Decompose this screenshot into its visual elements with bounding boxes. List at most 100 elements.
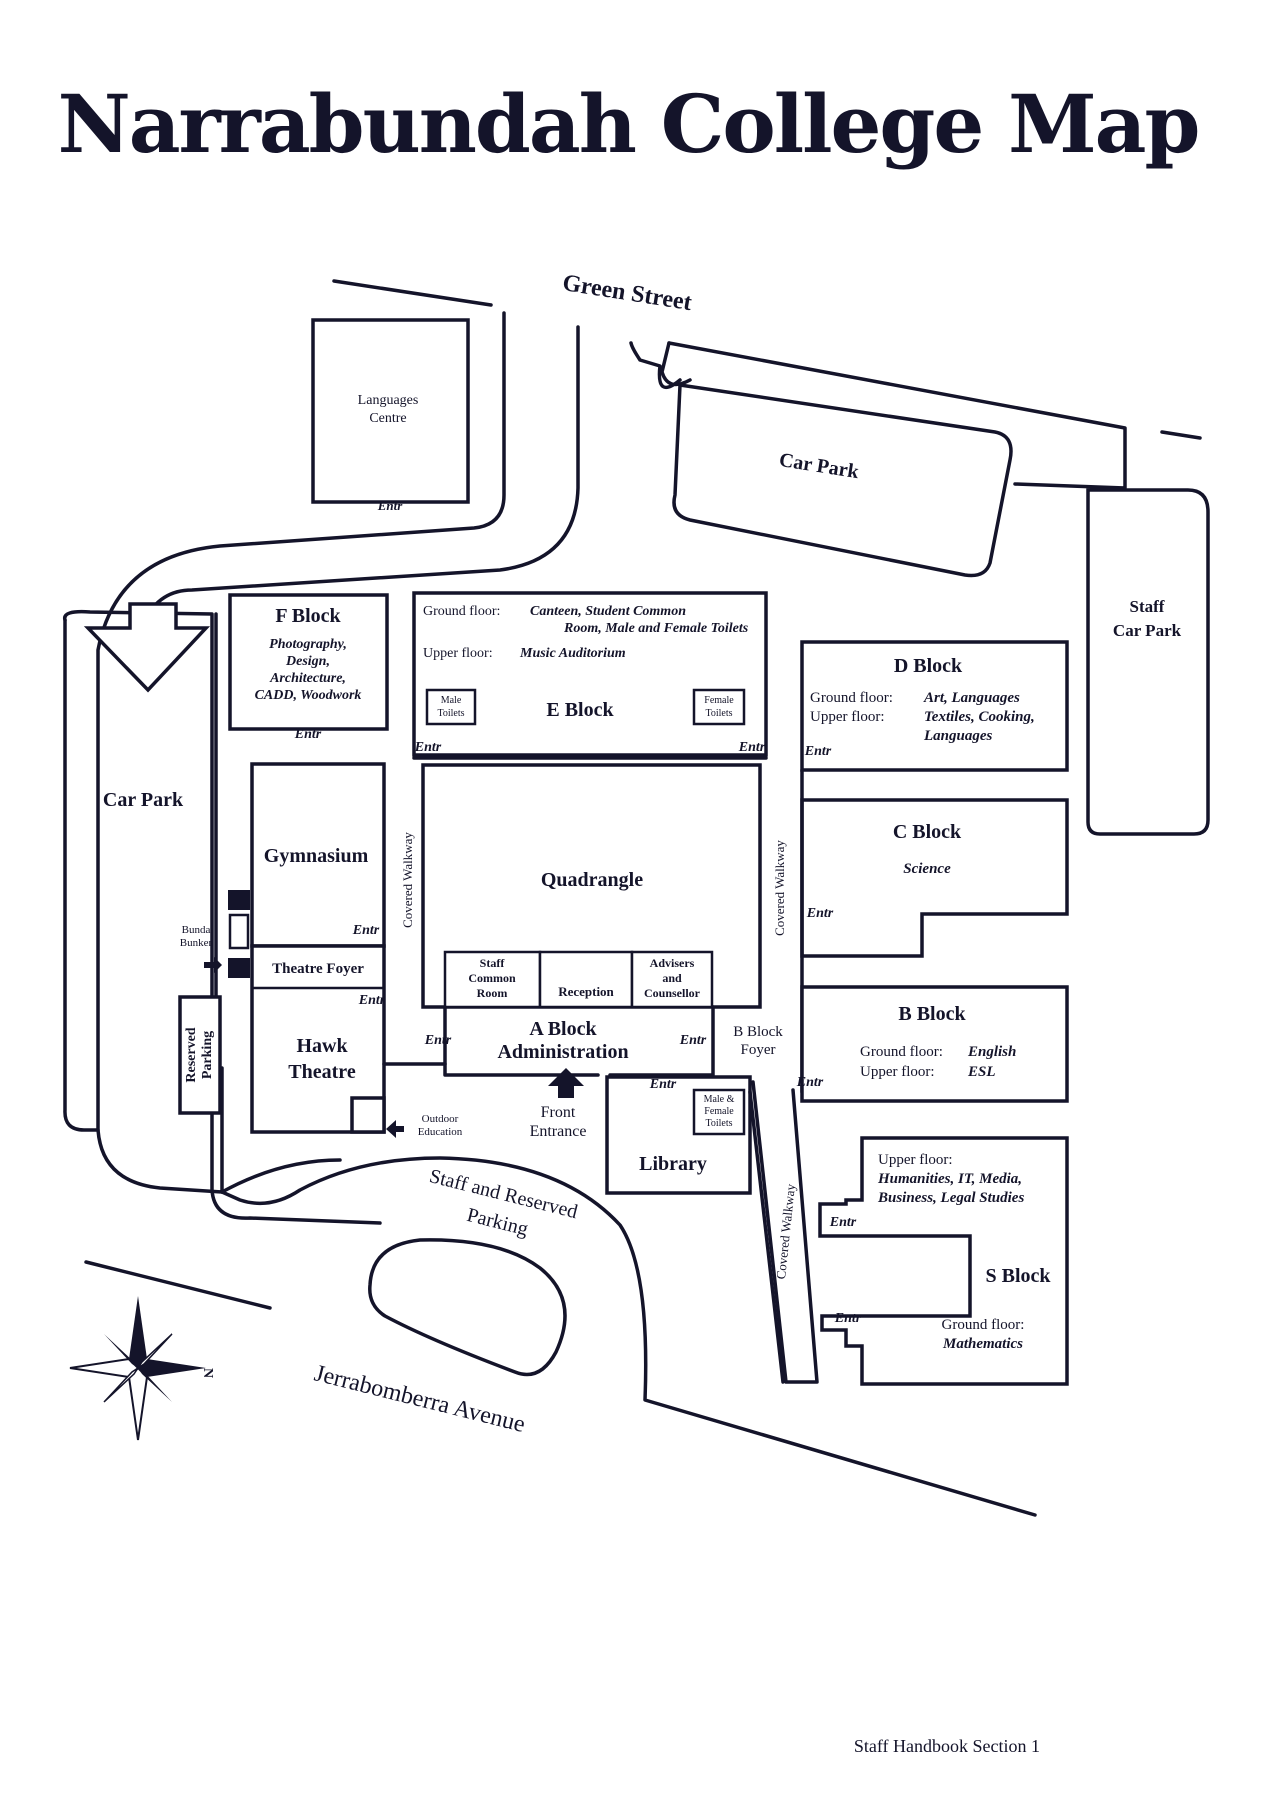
- svg-text:Staff: Staff: [480, 956, 506, 970]
- svg-text:Male: Male: [441, 695, 462, 706]
- svg-text:Entr: Entr: [352, 923, 380, 938]
- svg-text:Science: Science: [903, 861, 951, 877]
- svg-text:Entr: Entr: [377, 498, 404, 513]
- f-block: F Block Photography, Design, Architectur…: [228, 593, 389, 742]
- svg-text:Education: Education: [418, 1126, 463, 1138]
- svg-text:Gymnasium: Gymnasium: [264, 845, 369, 867]
- svg-text:Advisers: Advisers: [650, 956, 695, 970]
- svg-text:Design,: Design,: [285, 654, 330, 669]
- svg-text:Centre: Centre: [369, 411, 406, 426]
- svg-text:Library: Library: [639, 1153, 707, 1175]
- car-park-top: Car Park: [672, 382, 1013, 578]
- svg-text:Upper floor:: Upper floor:: [860, 1064, 935, 1080]
- svg-text:Reception: Reception: [558, 984, 614, 999]
- svg-text:Entr: Entr: [796, 1075, 824, 1090]
- svg-text:Languages: Languages: [923, 728, 993, 744]
- svg-text:F Block: F Block: [275, 605, 341, 627]
- svg-text:and: and: [662, 971, 682, 985]
- svg-text:Ground floor:: Ground floor:: [860, 1044, 943, 1060]
- svg-text:Entr: Entr: [679, 1033, 707, 1048]
- svg-text:English: English: [967, 1044, 1016, 1060]
- svg-text:Car Park: Car Park: [103, 789, 184, 811]
- svg-text:Business, Legal Studies: Business, Legal Studies: [877, 1190, 1024, 1206]
- svg-text:B Block: B Block: [898, 1003, 966, 1025]
- svg-text:Entr: Entr: [738, 740, 766, 755]
- parking-island: [368, 1238, 567, 1377]
- svg-text:Entr: Entr: [804, 744, 832, 759]
- svg-text:Upper floor:: Upper floor:: [423, 646, 493, 661]
- road-outlines: [62, 279, 1202, 1517]
- svg-text:Male &: Male &: [704, 1094, 735, 1105]
- covered-walkway-label: Covered Walkway: [772, 840, 787, 936]
- svg-text:Outdoor: Outdoor: [422, 1113, 459, 1125]
- svg-text:Music Auditorium: Music Auditorium: [519, 646, 626, 661]
- svg-text:D Block: D Block: [894, 655, 963, 677]
- svg-text:Ground floor:: Ground floor:: [423, 604, 500, 619]
- svg-text:Entrance: Entrance: [530, 1123, 587, 1140]
- svg-text:Entr: Entr: [424, 1033, 452, 1048]
- svg-text:Toilets: Toilets: [437, 708, 464, 719]
- jerrabomberra-avenue-label: Jerrabomberra Avenue: [312, 1360, 528, 1438]
- svg-text:E Block: E Block: [546, 699, 614, 721]
- svg-text:Entr: Entr: [649, 1077, 677, 1092]
- svg-text:Ground floor:: Ground floor:: [942, 1317, 1025, 1333]
- svg-text:Toilets: Toilets: [705, 708, 732, 719]
- covered-walkway-lower-label: Covered Walkway: [773, 1183, 798, 1280]
- one-way-arrow-icon: [83, 602, 211, 693]
- svg-text:C Block: C Block: [893, 821, 962, 843]
- svg-text:Theatre Foyer: Theatre Foyer: [272, 961, 364, 977]
- svg-text:Textiles, Cooking,: Textiles, Cooking,: [924, 709, 1035, 725]
- svg-text:Ground floor:: Ground floor:: [810, 690, 893, 706]
- svg-text:Entr: Entr: [829, 1215, 857, 1230]
- svg-text:Humanities, IT, Media,: Humanities, IT, Media,: [877, 1171, 1022, 1187]
- d-block: D Block Ground floor: Art, Languages Upp…: [800, 640, 1069, 772]
- svg-text:Upper floor:: Upper floor:: [878, 1152, 953, 1168]
- svg-text:Car Park: Car Park: [1113, 621, 1182, 640]
- svg-text:Entr: Entr: [806, 906, 834, 921]
- bunda-bunker-arrow-icon: [204, 957, 222, 973]
- steps-icon: [228, 890, 250, 910]
- svg-text:Counsellor: Counsellor: [644, 986, 701, 1000]
- svg-text:Room, Male and Female Toilets: Room, Male and Female Toilets: [563, 621, 749, 636]
- svg-text:Parking: Parking: [200, 1031, 215, 1079]
- b-block-foyer-label: B Block: [733, 1024, 783, 1040]
- svg-text:ESL: ESL: [967, 1064, 996, 1080]
- svg-text:Entr: Entr: [294, 727, 322, 742]
- footer-text: Staff Handbook Section 1: [854, 1736, 1040, 1756]
- compass-rose-icon: N: [69, 1296, 215, 1441]
- svg-text:Quadrangle: Quadrangle: [541, 869, 643, 891]
- front-entrance-arrow-icon: [548, 1068, 584, 1098]
- svg-text:Bunker: Bunker: [180, 937, 213, 949]
- svg-text:Hawk: Hawk: [296, 1035, 348, 1057]
- s-block: Upper floor: Humanities, IT, Media, Busi…: [818, 1136, 1069, 1386]
- quadrangle: Quadrangle Staff Common Room Reception A…: [421, 763, 762, 1009]
- svg-text:Canteen, Student Common: Canteen, Student Common: [530, 604, 686, 619]
- svg-text:S Block: S Block: [985, 1265, 1051, 1287]
- b-block: B Block Ground floor: English Upper floo…: [796, 985, 1069, 1103]
- svg-text:Toilets: Toilets: [705, 1118, 732, 1129]
- front-entrance: Front Entrance: [530, 1068, 587, 1140]
- hawk-theatre: Theatre Foyer Hawk Theatre Entr: [250, 944, 386, 1134]
- svg-text:Bunda: Bunda: [182, 924, 211, 936]
- svg-text:Front: Front: [541, 1104, 576, 1121]
- svg-text:CADD, Woodwork: CADD, Woodwork: [255, 688, 362, 703]
- svg-text:Art, Languages: Art, Languages: [923, 690, 1020, 706]
- svg-text:A Block: A Block: [529, 1018, 597, 1040]
- north-label: N: [200, 1368, 215, 1378]
- gymnasium: Gymnasium Entr: [250, 762, 386, 948]
- green-street-label: Green Street: [561, 270, 694, 316]
- c-block: C Block Science Entr: [800, 798, 1069, 958]
- svg-text:Staff: Staff: [1130, 597, 1165, 616]
- library: Entr Male & Female Toilets Library: [605, 1075, 785, 1384]
- map-title: Narrabundah College Map: [58, 77, 1199, 171]
- svg-text:Female: Female: [704, 695, 734, 706]
- svg-text:Administration: Administration: [497, 1041, 628, 1063]
- svg-text:Languages: Languages: [358, 393, 419, 408]
- svg-text:Foyer: Foyer: [741, 1042, 776, 1058]
- a-block: A Block Administration Entr Entr: [382, 1005, 715, 1077]
- steps-icon: [228, 958, 250, 978]
- left-side-features: Bunda Bunker Reserved Parking Car Park: [103, 612, 250, 1115]
- svg-text:Room: Room: [477, 986, 508, 1000]
- outdoor-education: Outdoor Education: [386, 1113, 463, 1138]
